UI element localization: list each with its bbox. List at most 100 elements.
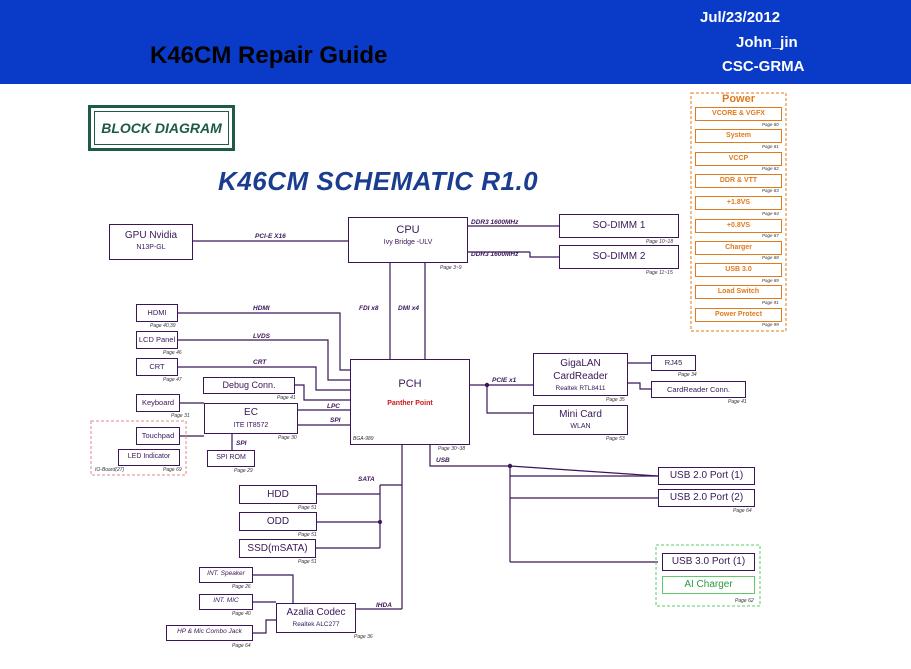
lcd-panel-block: LCD Panel (136, 331, 178, 349)
power-item: Charger (695, 240, 782, 255)
header-title: K46CM Repair Guide (150, 42, 388, 69)
power-item-page: Page 91 (762, 299, 779, 305)
odd-name: ODD (266, 516, 290, 527)
power-item: Load Switch (695, 285, 782, 300)
power-item-page: Page 84 (762, 210, 779, 216)
io-board-label: IO-Board(27) (95, 467, 125, 473)
ai-charger-page: Page 62 (735, 598, 754, 604)
header-dept: CSC-GRMA (722, 58, 805, 75)
block-diagram-label: BLOCK DIAGRAM (101, 120, 222, 136)
ec-model: ITE IT8572 (233, 422, 269, 429)
int-speaker-page: Page 26 (232, 584, 251, 590)
mini-card-block: Mini Card WLAN (533, 405, 628, 435)
power-item: VCCP (695, 151, 782, 166)
header-date: Jul/23/2012 (700, 9, 781, 26)
mini-card-page: Page 53 (606, 436, 625, 442)
bus-usb: USB (436, 457, 450, 464)
cardreader-name: CardReader (553, 371, 608, 382)
ec-page: Page 30 (278, 435, 297, 441)
hdmi-page: Page 40,39 (150, 323, 176, 329)
cardreader-conn-name: CardReader Conn. (667, 385, 730, 394)
power-item-page: Page 83 (762, 188, 779, 194)
power-item-page: Page 88 (762, 255, 779, 261)
gpu-name: GPU Nvidia (124, 230, 178, 241)
lcd-panel-page: Page 46 (163, 350, 182, 356)
power-item-page: Page 89 (762, 277, 779, 283)
gpu-block: GPU Nvidia N13P-GL (109, 224, 193, 260)
ssd-page: Page 51 (298, 559, 317, 565)
bus-ihda: IHDA (376, 602, 392, 609)
spi-rom-block: SPI ROM (207, 450, 255, 467)
rj45-block: RJ45 (651, 355, 696, 371)
debug-conn-name: Debug Conn. (222, 380, 276, 390)
power-item-page: Page 80 (762, 121, 779, 127)
bus-hdmi: HDMI (253, 305, 270, 312)
power-item-page: Page 81 (762, 143, 779, 149)
azalia-codec-block: Azalia Codec Realtek ALC277 (276, 603, 356, 633)
hdmi-block: HDMI (136, 304, 178, 322)
cardreader-conn-page: Page 41 (728, 399, 747, 405)
usb20-page: Page 64 (733, 508, 752, 514)
bus-sata: SATA (358, 476, 375, 483)
bus-fdi: FDI x8 (359, 305, 379, 312)
cpu-block: CPU Ivy Bridge -ULV (348, 217, 468, 263)
power-item: Power Protect (695, 307, 782, 322)
hdd-page: Page 51 (298, 505, 317, 511)
bus-lpc: LPC (327, 403, 340, 410)
ec-name: EC (244, 407, 258, 418)
keyboard-name: Keyboard (141, 398, 175, 407)
touchpad-name: Touchpad (141, 431, 175, 440)
hdd-block: HDD (239, 485, 317, 504)
debug-conn-page: Page 41 (277, 395, 296, 401)
touchpad-block: Touchpad (136, 427, 180, 445)
ec-block: EC ITE IT8572 (204, 403, 298, 434)
gigalan-name: GigaLAN (560, 358, 601, 369)
crt-page: Page 47 (163, 377, 182, 383)
power-item-page: Page 99 (762, 322, 779, 328)
spi-rom-name: SPI ROM (216, 454, 246, 461)
bus-dmi: DMI x4 (398, 305, 419, 312)
ai-charger-block: AI Charger (662, 576, 755, 594)
bus-crt: CRT (253, 359, 267, 366)
int-speaker-block: INT. Speaker (199, 567, 253, 583)
power-item: DDR & VTT (695, 173, 782, 188)
rj45-page: Page 34 (678, 372, 697, 378)
debug-conn-block: Debug Conn. (203, 377, 295, 394)
int-speaker-name: INT. Speaker (207, 570, 245, 577)
sodimm2-page: Page 11~15 (646, 270, 673, 276)
keyboard-page: Page 31 (171, 413, 190, 419)
crt-name: CRT (149, 362, 165, 371)
usb20-port1-name: USB 2.0 Port (1) (669, 470, 744, 481)
ssd-block: SSD(mSATA) (239, 539, 316, 558)
pch-model: Panther Point (387, 400, 433, 407)
usb30-port-block: USB 3.0 Port (1) (662, 553, 755, 571)
power-title: Power (721, 93, 755, 105)
odd-page: Page 51 (298, 532, 317, 538)
io-board-page: Page 69 (163, 467, 182, 473)
header-author: John_jin (736, 34, 798, 51)
gigalan-block: GigaLAN CardReader Realtek RTL8411 (533, 353, 628, 396)
schematic-title: K46CM SCHEMATIC R1.0 (218, 166, 539, 196)
usb20-port1-block: USB 2.0 Port (1) (658, 467, 755, 485)
usb30-port-name: USB 3.0 Port (1) (671, 556, 746, 567)
usb20-port2-block: USB 2.0 Port (2) (658, 489, 755, 507)
azalia-codec-page: Page 36 (354, 634, 373, 640)
combo-jack-block: HP & Mic Combo Jack (166, 625, 253, 641)
sodimm1-name: SO-DIMM 1 (592, 220, 646, 231)
sodimm2-name: SO-DIMM 2 (592, 251, 646, 262)
cpu-model: Ivy Bridge -ULV (383, 239, 433, 246)
ai-charger-name: AI Charger (684, 579, 733, 590)
pch-block: PCH Panther Point BGA-989 (350, 359, 470, 445)
bus-ddr3-2: DDR3 1600MHz (471, 251, 519, 258)
bus-pcie-x16: PCI-E X16 (255, 233, 286, 240)
int-mic-page: Page 40 (232, 611, 251, 617)
bus-spi-ec: SPI (330, 417, 341, 424)
pch-page: Page 30~38 (438, 446, 466, 452)
cpu-name: CPU (396, 224, 420, 236)
power-item-page: Page 87 (762, 233, 779, 238)
mini-card-wlan: WLAN (570, 423, 591, 430)
int-mic-name: INT. MIC (213, 597, 239, 604)
ssd-name: SSD(mSATA) (247, 543, 308, 554)
bus-lvds: LVDS (253, 333, 270, 340)
